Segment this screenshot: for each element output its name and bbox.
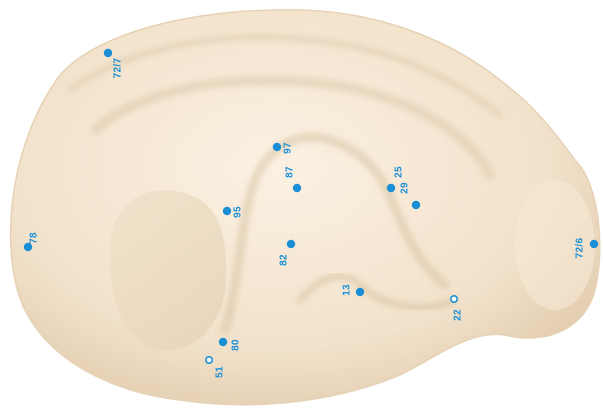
- acupoint-p25-marker: [387, 184, 395, 192]
- acupoint-p82-marker: [287, 240, 295, 248]
- acupoint-p22-marker: [451, 296, 457, 302]
- acupoint-p51-marker: [206, 357, 212, 363]
- acupoint-p78-label: 78: [29, 232, 40, 244]
- acupoint-p13-marker: [356, 288, 364, 296]
- acupoint-p97-label: 97: [283, 142, 294, 154]
- acupoint-p29-label: 29: [400, 182, 411, 194]
- acupoint-p95-marker: [223, 207, 231, 215]
- acupoint-p13-label: 13: [342, 284, 353, 296]
- acupoint-p97-marker: [273, 143, 281, 151]
- acupoint-p80-marker: [219, 338, 227, 346]
- concha: [110, 190, 226, 351]
- acupoint-p80-label: 80: [231, 339, 242, 351]
- acupoint-p87-marker: [293, 184, 301, 192]
- acupoint-p72-6-marker: [590, 240, 598, 248]
- acupoint-p87-label: 87: [285, 166, 296, 178]
- acupoint-p72-6-label: 72/6: [575, 238, 586, 259]
- acupoint-p25-label: 25: [394, 166, 405, 178]
- acupoint-p22-label: 22: [453, 309, 464, 321]
- acupoint-p82-label: 82: [279, 254, 290, 266]
- acupoint-p72-7-label: 72/7: [113, 58, 124, 79]
- acupoint-p51-label: 51: [215, 366, 226, 378]
- acupoint-p72-7-marker: [104, 49, 112, 57]
- acupoint-p95-label: 95: [233, 206, 244, 218]
- acupoint-p29-marker: [412, 201, 420, 209]
